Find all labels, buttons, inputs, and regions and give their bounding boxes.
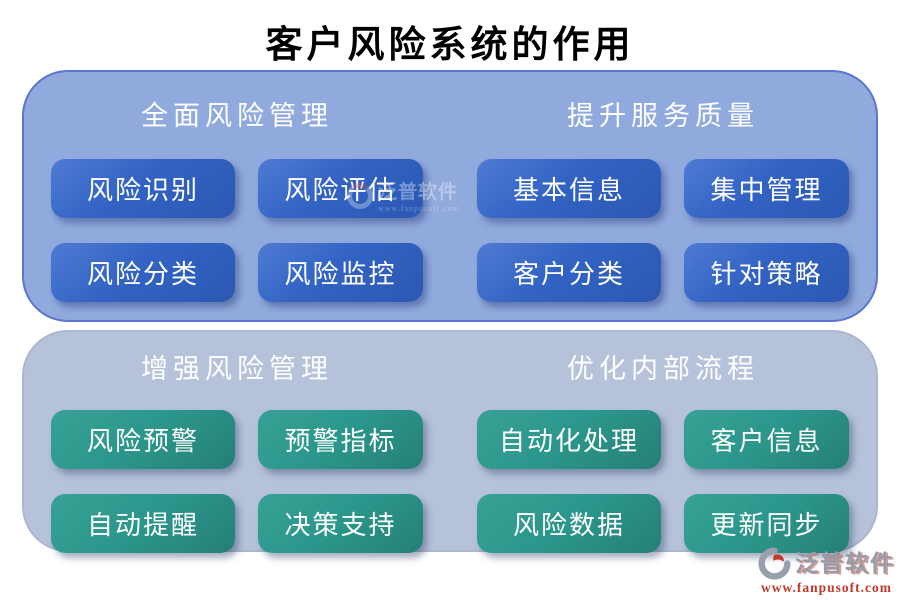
fanpu-logo-icon <box>758 547 791 580</box>
feature-centralized-management: 集中管理 <box>684 159 849 218</box>
group-enhanced-risk: 增强风险管理 风险预警 预警指标 自动提醒 决策支持 <box>24 332 450 553</box>
watermark-brand: 泛普软件 <box>795 550 895 576</box>
feature-targeted-strategy: 针对策略 <box>684 243 849 302</box>
panel-risk-service: 全面风险管理 风险识别 风险评估 风险分类 风险监控 提升服务质量 基本信息 集… <box>22 70 878 322</box>
feature-warning-indicators: 预警指标 <box>258 410 423 469</box>
feature-customer-info: 客户信息 <box>684 410 849 469</box>
group-header-enhanced-risk: 增强风险管理 <box>141 354 333 384</box>
page-title: 客户风险系统的作用 <box>265 25 635 66</box>
group-service-quality: 提升服务质量 基本信息 集中管理 客户分类 针对策略 <box>450 72 876 320</box>
feature-risk-identification: 风险识别 <box>51 159 235 218</box>
group-header-internal-process: 优化内部流程 <box>567 354 759 384</box>
feature-risk-data: 风险数据 <box>477 494 661 553</box>
feature-risk-warning: 风险预警 <box>51 410 235 469</box>
panel-enhance-process: 增强风险管理 风险预警 预警指标 自动提醒 决策支持 优化内部流程 自动化处理 … <box>22 330 878 553</box>
feature-risk-monitoring: 风险监控 <box>258 243 423 302</box>
feature-customer-classification: 客户分类 <box>477 243 661 302</box>
button-grid: 风险识别 风险评估 风险分类 风险监控 <box>51 159 423 302</box>
group-header-service-quality: 提升服务质量 <box>567 101 759 131</box>
group-comprehensive-risk: 全面风险管理 风险识别 风险评估 风险分类 风险监控 <box>24 72 450 320</box>
feature-basic-info: 基本信息 <box>477 159 661 218</box>
feature-update-sync: 更新同步 <box>684 494 849 553</box>
group-internal-process: 优化内部流程 自动化处理 客户信息 风险数据 更新同步 <box>450 332 876 553</box>
brand-watermark: 泛普软件 www.fanpusoft.com <box>758 547 895 596</box>
button-grid: 基本信息 集中管理 客户分类 针对策略 <box>477 159 849 302</box>
watermark-url: www.fanpusoft.com <box>760 579 892 595</box>
button-grid: 自动化处理 客户信息 风险数据 更新同步 <box>477 410 849 553</box>
group-header-comprehensive-risk: 全面风险管理 <box>141 101 333 131</box>
feature-auto-reminder: 自动提醒 <box>51 494 235 553</box>
feature-decision-support: 决策支持 <box>258 494 423 553</box>
button-grid: 风险预警 预警指标 自动提醒 决策支持 <box>51 410 423 553</box>
feature-risk-classification: 风险分类 <box>51 243 235 302</box>
feature-automated-processing: 自动化处理 <box>477 410 661 469</box>
feature-risk-assessment: 风险评估 <box>258 159 423 218</box>
